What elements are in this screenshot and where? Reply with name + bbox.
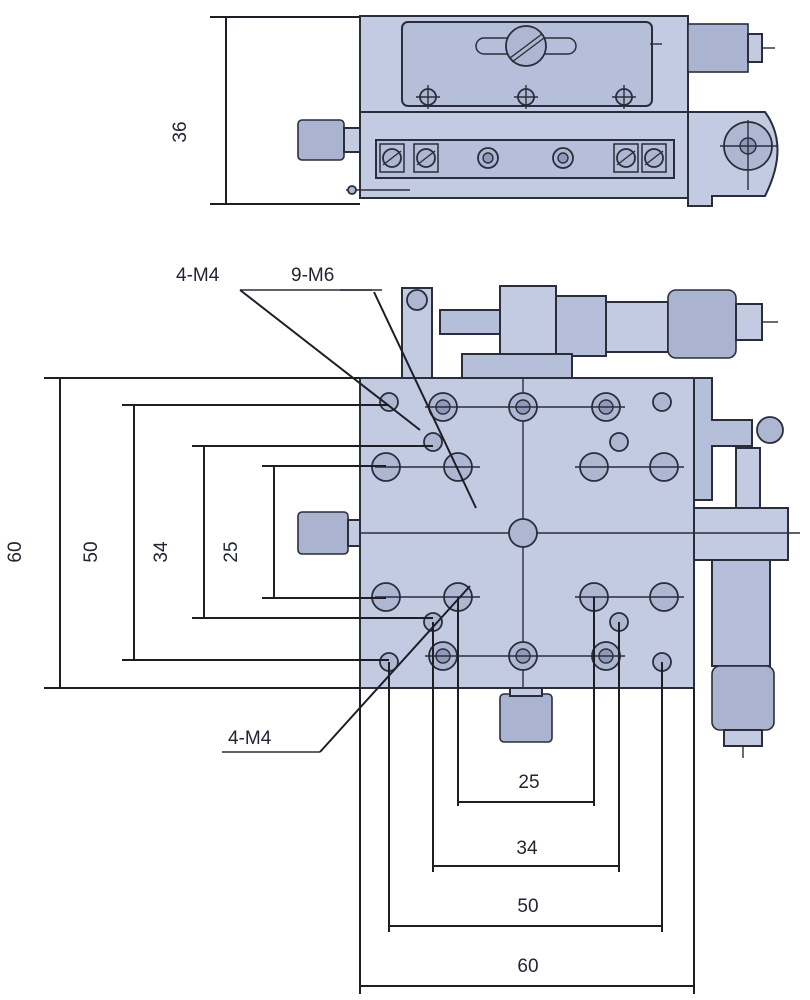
top-micrometer-knob [667, 289, 737, 359]
vertical-dimensions [44, 377, 433, 689]
callout-4m4-lower: 4-M4 [228, 728, 272, 749]
side-holes-row [416, 85, 636, 109]
right-micrometer-knob [711, 665, 775, 731]
leader-4m4-lower [319, 585, 471, 753]
leader-9m6 [373, 291, 477, 509]
side-screw-row [379, 143, 667, 173]
leader-4m4-upper [239, 289, 421, 431]
hdim-60: 60 [517, 956, 538, 977]
vdim-25: 25 [221, 541, 242, 562]
side-lock-knob [297, 119, 345, 161]
callout-4m4-upper: 4-M4 [176, 265, 220, 286]
side-view: 36 [170, 15, 779, 207]
side-micrometer-knob [687, 23, 749, 73]
hdim-34: 34 [516, 838, 538, 859]
horizontal-dimensions [359, 597, 695, 994]
right-micrometer-stem [735, 447, 761, 509]
vdim-50: 50 [81, 541, 102, 562]
top-lock-knob-left [297, 511, 349, 555]
top-lock-knob-bottom [499, 693, 553, 743]
vdim-60: 60 [5, 541, 26, 562]
right-micrometer-housing [693, 507, 789, 561]
side-dim-36: 36 [170, 121, 191, 142]
callout-9m6: 9-M6 [291, 265, 334, 286]
vdim-34: 34 [151, 541, 172, 563]
hdim-50: 50 [517, 896, 538, 917]
hdim-25: 25 [518, 772, 539, 793]
top-view: 4-M4 9-M6 4-M4 60 50 34 25 [5, 265, 800, 994]
